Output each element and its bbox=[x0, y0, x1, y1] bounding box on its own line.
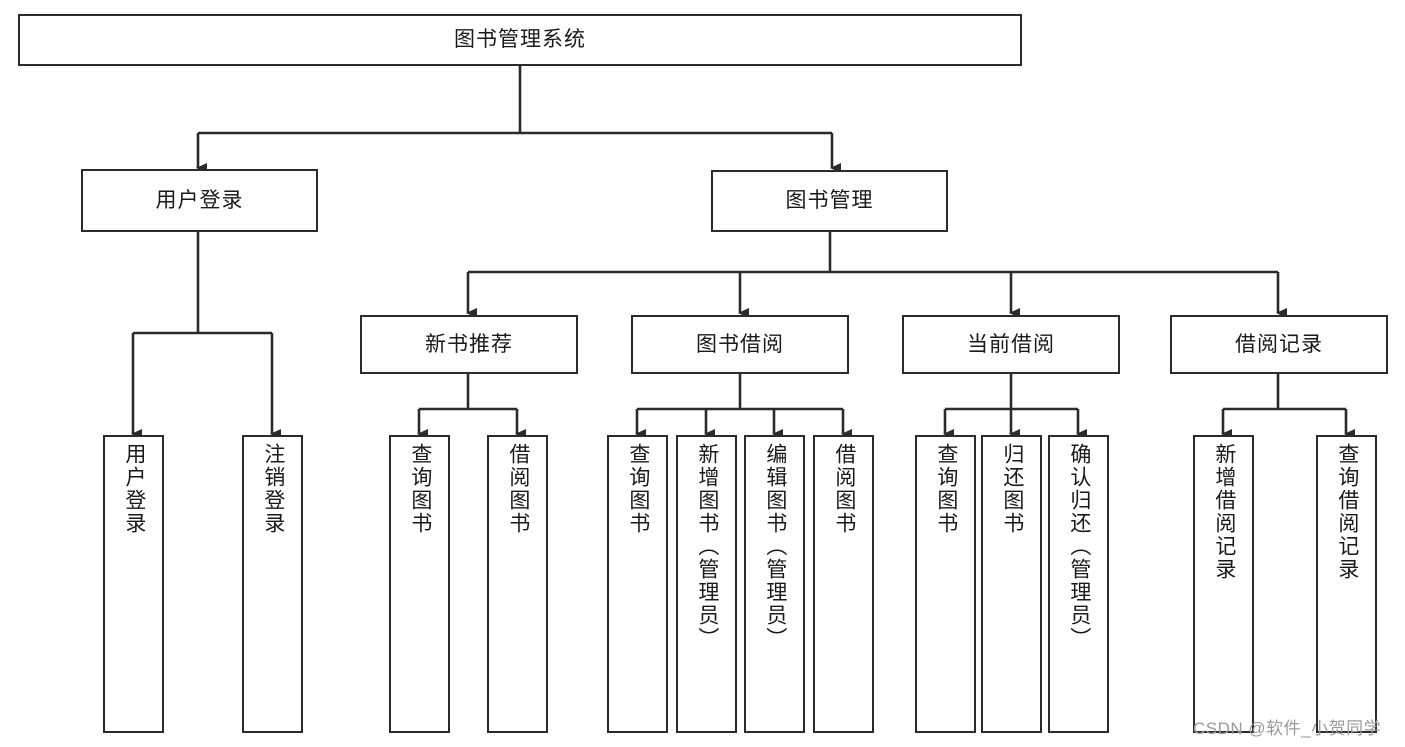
node-label: 确认归还（管理员） bbox=[1067, 443, 1091, 650]
node-label: 当前借阅 bbox=[967, 332, 1055, 356]
leaf-current-borrow-confirm-return-admin[interactable]: 确认归还（管理员） bbox=[1048, 435, 1109, 733]
leaf-book-borrow-borrow-book[interactable]: 借阅图书 bbox=[813, 435, 874, 733]
node-current-borrow[interactable]: 当前借阅 bbox=[902, 315, 1120, 374]
node-label: 归还图书 bbox=[1000, 443, 1024, 535]
leaf-current-borrow-return-book[interactable]: 归还图书 bbox=[981, 435, 1042, 733]
leaf-new-book-borrow-book[interactable]: 借阅图书 bbox=[487, 435, 548, 733]
node-label: 用户登录 bbox=[122, 443, 146, 535]
leaf-borrow-record-add-record[interactable]: 新增借阅记录 bbox=[1193, 435, 1254, 733]
node-label: 编辑图书（管理员） bbox=[763, 443, 787, 650]
leaf-user-login-logout[interactable]: 注销登录 bbox=[242, 435, 303, 733]
node-root-book-management-system[interactable]: 图书管理系统 bbox=[18, 14, 1022, 66]
node-label: 图书管理 bbox=[785, 189, 874, 213]
node-label: 图书管理系统 bbox=[454, 28, 586, 52]
node-label: 借阅图书 bbox=[506, 443, 530, 535]
leaf-borrow-record-query-record[interactable]: 查询借阅记录 bbox=[1316, 435, 1377, 733]
leaf-book-borrow-query-book[interactable]: 查询图书 bbox=[607, 435, 668, 733]
leaf-user-login-login[interactable]: 用户登录 bbox=[103, 435, 164, 733]
node-label: 查询图书 bbox=[626, 443, 650, 535]
node-borrow-record[interactable]: 借阅记录 bbox=[1170, 315, 1388, 374]
node-label: 图书借阅 bbox=[696, 332, 784, 356]
node-label: 借阅记录 bbox=[1235, 332, 1323, 356]
node-label: 查询图书 bbox=[408, 443, 432, 535]
leaf-new-book-query-book[interactable]: 查询图书 bbox=[389, 435, 450, 733]
node-book-management[interactable]: 图书管理 bbox=[711, 170, 948, 232]
leaf-book-borrow-add-book-admin[interactable]: 新增图书（管理员） bbox=[676, 435, 737, 733]
node-label: 查询借阅记录 bbox=[1335, 443, 1359, 581]
node-label: 注销登录 bbox=[261, 443, 285, 535]
node-label: 用户登录 bbox=[155, 188, 244, 212]
node-label: 借阅图书 bbox=[832, 443, 856, 535]
leaf-current-borrow-query-book[interactable]: 查询图书 bbox=[915, 435, 976, 733]
node-label: 查询图书 bbox=[934, 443, 958, 535]
csdn-watermark: CSDN @软件_小贺同学 bbox=[1193, 719, 1382, 738]
node-label: 新增图书（管理员） bbox=[695, 443, 719, 650]
leaf-book-borrow-edit-book-admin[interactable]: 编辑图书（管理员） bbox=[744, 435, 805, 733]
node-label: 新书推荐 bbox=[425, 332, 513, 356]
node-user-login[interactable]: 用户登录 bbox=[81, 169, 318, 232]
node-label: 新增借阅记录 bbox=[1212, 443, 1236, 581]
node-book-borrow[interactable]: 图书借阅 bbox=[631, 315, 849, 374]
node-new-book-recommend[interactable]: 新书推荐 bbox=[360, 315, 578, 374]
